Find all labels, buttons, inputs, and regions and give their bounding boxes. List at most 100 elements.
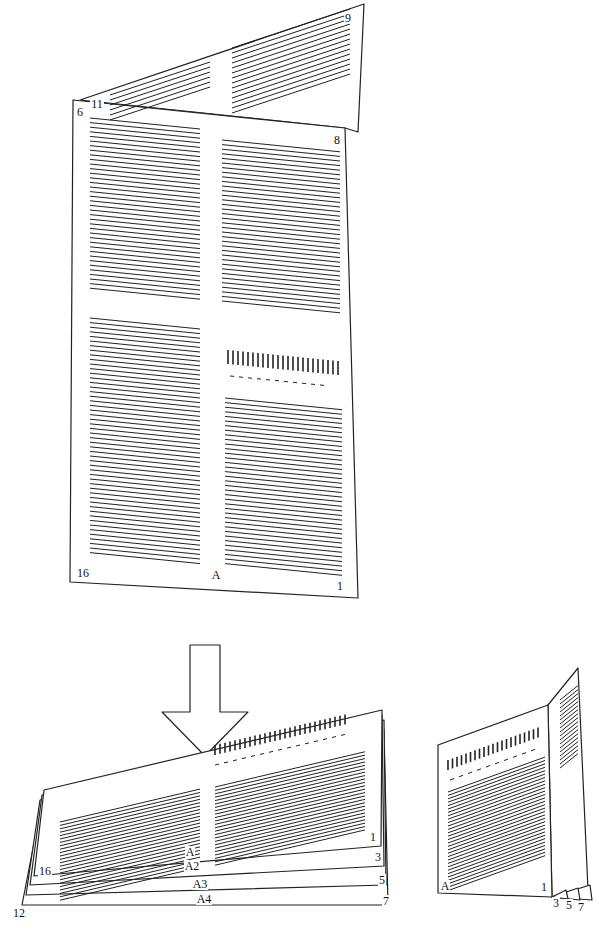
- text-line: [60, 850, 200, 883]
- text-line: [225, 527, 342, 539]
- text-line: [233, 759, 237, 761]
- text-line: [215, 765, 365, 800]
- text-line: [477, 769, 481, 770]
- text-line: [90, 359, 200, 370]
- text-line: [225, 531, 342, 543]
- text-line: [215, 820, 365, 855]
- text-line: [334, 717, 336, 727]
- text-hatching: [60, 9, 578, 900]
- text-line: [90, 410, 200, 421]
- text-line: [230, 376, 234, 377]
- text-line: [90, 442, 200, 453]
- text-line: [448, 818, 545, 853]
- text-line: [448, 760, 545, 795]
- text-line: [560, 698, 578, 712]
- text-line: [344, 714, 346, 724]
- text-line: [239, 739, 241, 749]
- page-number: 1: [369, 831, 377, 843]
- booklet-back-page: [548, 668, 588, 897]
- text-line: [90, 516, 200, 527]
- page-number: 12: [12, 907, 26, 919]
- text-line: [495, 762, 499, 763]
- text-line: [60, 830, 200, 863]
- text-line: [560, 718, 578, 732]
- text-line: [341, 734, 345, 736]
- text-line: [311, 384, 315, 385]
- text-line: [215, 759, 365, 794]
- text-line: [560, 746, 578, 760]
- text-line: [279, 730, 281, 740]
- text-line: [60, 789, 200, 822]
- text-line: [528, 731, 530, 741]
- text-line: [225, 504, 342, 516]
- text-line: [251, 755, 255, 757]
- text-line: [225, 554, 342, 566]
- text-line: [323, 738, 327, 740]
- text-line: [560, 706, 578, 720]
- text-line: [252, 353, 254, 367]
- text-line: [304, 724, 306, 734]
- text-line: [215, 830, 365, 865]
- text-line: [232, 59, 350, 98]
- text-line: [332, 736, 336, 738]
- text-line: [244, 738, 246, 748]
- text-line: [90, 451, 200, 462]
- text-line: [215, 827, 365, 862]
- text-line: [90, 169, 200, 180]
- text-line: [232, 49, 350, 88]
- text-line: [506, 739, 508, 749]
- text-line: [90, 201, 200, 212]
- text-line: [60, 793, 200, 826]
- text-line: [90, 373, 200, 384]
- text-line: [448, 798, 545, 833]
- text-line: [317, 359, 319, 373]
- text-line: [90, 378, 200, 389]
- text-line: [222, 301, 340, 313]
- text-line: [322, 360, 324, 374]
- text-line: [297, 357, 299, 371]
- page-number: 3: [374, 851, 382, 863]
- text-line: [90, 182, 200, 193]
- text-line: [90, 392, 200, 403]
- text-line: [560, 730, 578, 744]
- text-line: [448, 839, 545, 874]
- text-line: [560, 754, 578, 768]
- text-line: [90, 502, 200, 513]
- text-line: [90, 256, 200, 267]
- text-line: [225, 508, 342, 520]
- text-line: [90, 242, 200, 253]
- text-line: [456, 757, 458, 767]
- text-line: [60, 816, 200, 849]
- text-line: [225, 444, 342, 456]
- text-line: [468, 772, 472, 773]
- text-line: [215, 772, 365, 807]
- text-line: [232, 29, 350, 68]
- text-line: [90, 465, 200, 476]
- text-line: [314, 740, 318, 742]
- text-line: [90, 265, 200, 276]
- text-line: [461, 755, 463, 765]
- text-line: [60, 823, 200, 856]
- text-line: [459, 775, 463, 776]
- text-line: [319, 720, 321, 730]
- page-number: 16: [76, 567, 90, 579]
- text-line: [448, 781, 545, 816]
- signature-mark: A4: [196, 893, 213, 905]
- text-line: [337, 361, 339, 375]
- text-line: [260, 753, 264, 755]
- text-line: [60, 813, 200, 846]
- text-line: [302, 383, 306, 384]
- text-line: [274, 731, 276, 741]
- text-line: [60, 864, 200, 897]
- text-line: [448, 767, 545, 802]
- text-line: [560, 742, 578, 756]
- text-line: [247, 352, 249, 366]
- text-line: [90, 447, 200, 458]
- text-line: [60, 796, 200, 829]
- text-line: [225, 416, 342, 428]
- text-line: [225, 559, 342, 571]
- text-line: [90, 123, 200, 134]
- text-line: [90, 173, 200, 184]
- text-line: [225, 499, 342, 511]
- text-line: [90, 187, 200, 198]
